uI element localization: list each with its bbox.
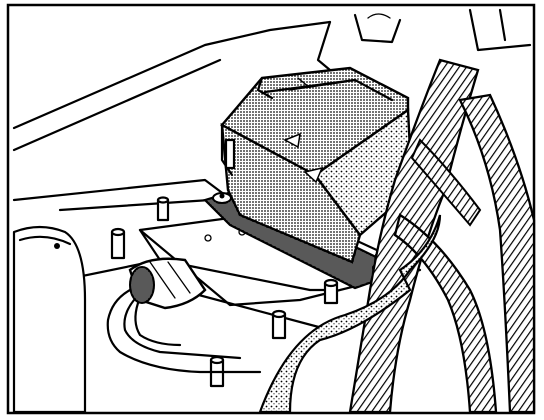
seat-frame <box>12 225 87 414</box>
stud <box>271 309 287 340</box>
wiring-harness <box>348 58 536 414</box>
mounting-studs <box>110 196 339 388</box>
stud <box>110 227 126 260</box>
stud <box>156 196 170 222</box>
tunnel-cover <box>258 214 442 414</box>
stud <box>323 278 339 305</box>
background-panel <box>12 8 532 152</box>
connector-plug <box>106 257 262 374</box>
